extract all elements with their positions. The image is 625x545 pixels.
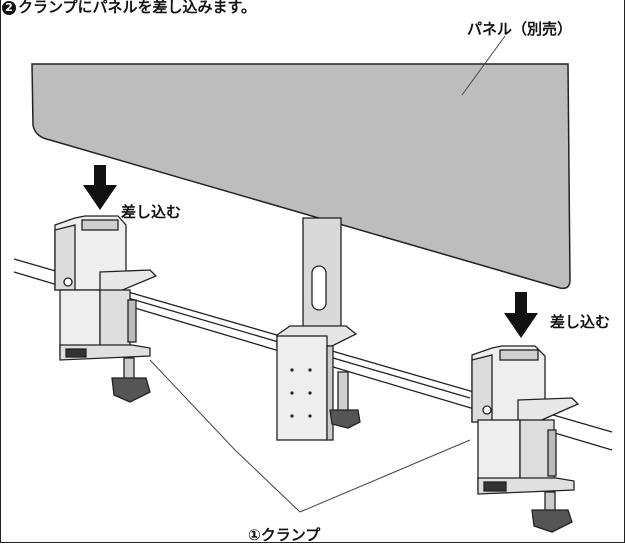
clamp-right <box>471 345 580 533</box>
panel <box>31 63 571 290</box>
clamp-leader-lines <box>149 359 471 513</box>
insert-label-right: 差し込む <box>550 313 611 331</box>
clamp-label: ①クランプ <box>248 526 321 544</box>
step-number: 2 <box>2 1 16 15</box>
arrow-down-icon-left <box>83 165 117 210</box>
arrow-down-icon-right <box>504 292 538 338</box>
clamp-left <box>54 215 158 403</box>
panel-leader-line <box>461 35 506 96</box>
step-text: クランプにパネルを差し込みます。 <box>18 0 257 16</box>
insert-label-left: 差し込む <box>121 203 182 221</box>
panel-label: パネル（別売） <box>467 20 573 38</box>
center-pole <box>276 217 361 441</box>
